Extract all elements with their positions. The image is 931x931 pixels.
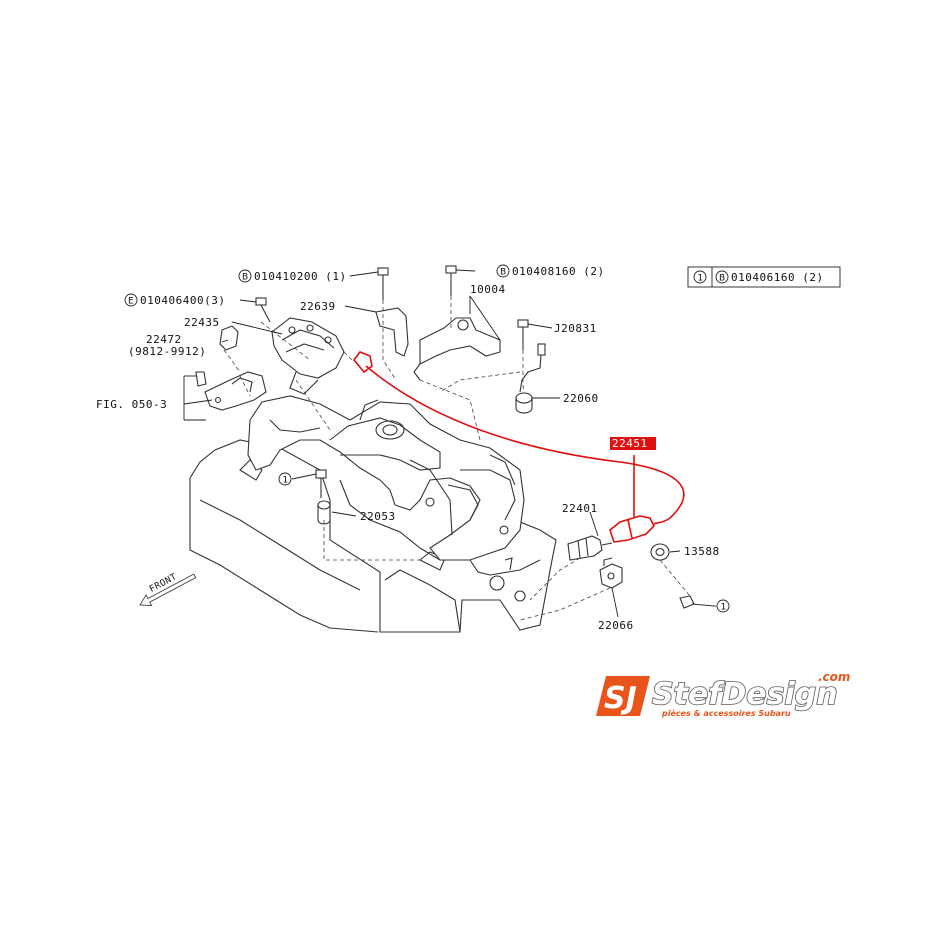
- label-010406400: 010406400(3): [140, 294, 225, 307]
- marker-e: [124, 293, 138, 307]
- callout-22451-highlighted: 22451: [610, 437, 656, 450]
- intake-manifold: [247, 395, 525, 561]
- bracket-22639: [375, 307, 409, 357]
- label-13588: 13588: [684, 545, 720, 558]
- label-22060: 22060: [563, 392, 599, 405]
- label-22066: 22066: [598, 619, 634, 632]
- bracket-10004: [413, 317, 501, 381]
- dashed-lines: [223, 296, 691, 621]
- marker-one-digit: 1: [721, 603, 727, 613]
- brand-logo: SJ StefDesign .com pièces & accessoires …: [596, 670, 850, 718]
- logo-mark-bg: [596, 676, 650, 716]
- marker-b: [715, 270, 729, 284]
- label-22639: 22639: [300, 300, 336, 313]
- sensor-22053: [315, 469, 331, 525]
- logo-mark-letters: SJ: [604, 681, 637, 716]
- marker-b-letter: B: [500, 268, 506, 278]
- distributor: [271, 317, 345, 395]
- callout-010406400: E 010406400(3): [124, 293, 225, 307]
- legend-box: 1 B 010406160 (2): [687, 266, 841, 288]
- callout-circled-one-a: 1: [278, 472, 292, 486]
- bolt-bottom-right: [679, 595, 715, 609]
- label-22435: 22435: [184, 316, 220, 329]
- label-fig-050-3: FIG. 050-3: [96, 398, 167, 411]
- callout-circled-one-b: 1: [716, 599, 730, 613]
- highlight-22451-part: [352, 351, 685, 543]
- bolt-010408160: [445, 265, 457, 296]
- marker-b-letter: B: [242, 273, 248, 283]
- label-22053: 22053: [360, 510, 396, 523]
- label-010410200: 010410200 (1): [254, 270, 347, 283]
- marker-one: [278, 472, 292, 486]
- marker-one: [716, 599, 730, 613]
- label-010408160: 010408160 (2): [512, 265, 605, 278]
- label-22401: 22401: [562, 502, 598, 515]
- callout-010410200: B 010410200 (1): [238, 269, 347, 283]
- marker-b-letter: B: [719, 274, 725, 284]
- bolt-010410200: [377, 267, 389, 300]
- marker-b: [238, 269, 252, 283]
- bolt-010406400: [255, 297, 271, 323]
- bolt-j20831: [517, 319, 529, 350]
- sensor-bracket-22472: [219, 325, 239, 351]
- marker-one-digit: 1: [698, 274, 704, 284]
- leader-lines: [183, 269, 716, 618]
- sensor-22066: [599, 557, 623, 589]
- brand-tagline: pièces & accessoires Subaru: [661, 708, 791, 718]
- brand-domain: .com: [818, 670, 850, 684]
- fig-050-3-bracket: [195, 371, 267, 411]
- spark-plug-22401: [567, 535, 613, 561]
- legend-part-number: 010406160 (2): [731, 271, 824, 284]
- marker-b: [496, 264, 510, 278]
- marker-one-digit: 1: [283, 476, 289, 486]
- label-22472: 22472: [146, 333, 182, 346]
- knock-sensor-22060: [515, 343, 546, 414]
- front-arrow: FRONT: [139, 572, 197, 607]
- callout-010408160: B 010408160 (2): [496, 264, 605, 278]
- label-22451: 22451: [612, 437, 648, 450]
- label-j20831: J20831: [554, 322, 597, 335]
- brand-name: StefDesign: [652, 677, 838, 712]
- marker-e-letter: E: [128, 297, 134, 307]
- marker-one: [693, 270, 707, 284]
- label-10004: 10004: [470, 283, 506, 296]
- seal-13588: [650, 543, 670, 561]
- label-22472-range: (9812-9912): [128, 345, 206, 358]
